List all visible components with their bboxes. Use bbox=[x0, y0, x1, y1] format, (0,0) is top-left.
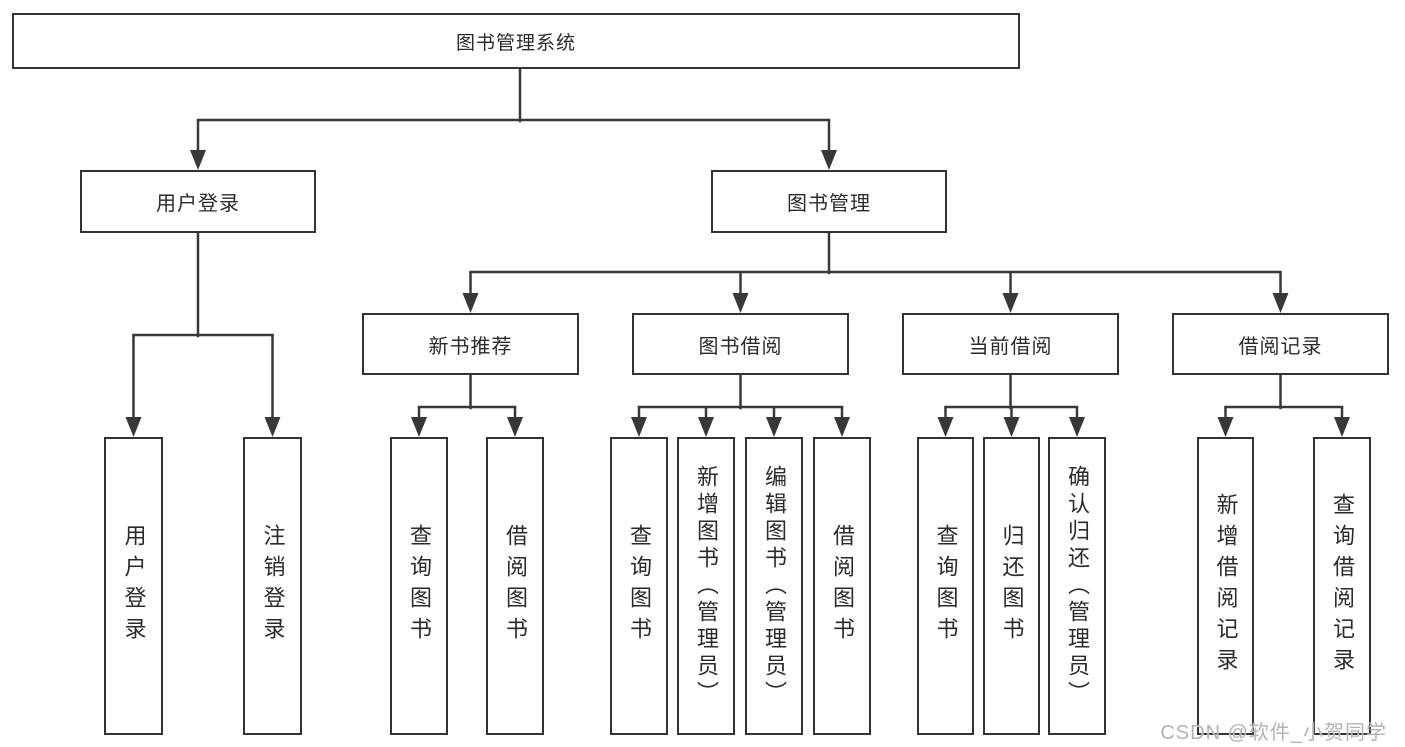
leaf-logout-label: 注销登录 bbox=[260, 524, 286, 648]
leaf-bb-query-books-label: 查询图书 bbox=[627, 524, 652, 648]
leaf-bb-edit-books-admin-label: 编辑图书（管理员） bbox=[762, 464, 787, 708]
node-borrow-records-label: 借阅记录 bbox=[1238, 335, 1323, 358]
leaf-user-login: 用户登录 bbox=[104, 437, 163, 735]
leaf-bb-edit-books-admin: 编辑图书（管理员） bbox=[745, 437, 803, 735]
leaf-user-login-label: 用户登录 bbox=[121, 524, 147, 648]
leaf-bb-borrow-books: 借阅图书 bbox=[813, 437, 871, 735]
node-user-login: 用户登录 bbox=[80, 170, 316, 233]
arrowheads bbox=[125, 120, 1350, 437]
node-book-management: 图书管理 bbox=[711, 170, 947, 233]
leaf-bb-query-books: 查询图书 bbox=[610, 437, 668, 735]
leaf-cb-return-books-label: 归还图书 bbox=[999, 524, 1025, 648]
leaf-bb-add-books-admin-label: 新增图书（管理员） bbox=[694, 464, 719, 708]
leaf-br-add-record: 新增借阅记录 bbox=[1197, 437, 1254, 735]
node-book-borrow-label: 图书借阅 bbox=[698, 335, 783, 358]
leaf-bb-add-books-admin: 新增图书（管理员） bbox=[677, 437, 735, 735]
node-current-borrow-label: 当前借阅 bbox=[968, 335, 1053, 358]
leaf-cb-confirm-return-admin: 确认归还（管理员） bbox=[1048, 437, 1106, 735]
leaf-br-query-record: 查询借阅记录 bbox=[1313, 437, 1371, 735]
node-book-management-label: 图书管理 bbox=[787, 193, 871, 215]
leaf-cb-query-books-label: 查询图书 bbox=[933, 524, 959, 648]
node-new-book-recommend: 新书推荐 bbox=[362, 313, 579, 375]
node-user-login-label: 用户登录 bbox=[156, 193, 240, 215]
leaf-nbr-query-books-label: 查询图书 bbox=[407, 524, 432, 648]
node-root: 图书管理系统 bbox=[12, 13, 1020, 69]
leaf-nbr-borrow-books: 借阅图书 bbox=[486, 437, 544, 735]
csdn-watermark: CSDN @软件_小贺同学 bbox=[1160, 722, 1387, 744]
leaf-br-query-record-label: 查询借阅记录 bbox=[1330, 493, 1355, 679]
node-book-borrow: 图书借阅 bbox=[632, 313, 849, 375]
leaf-nbr-query-books: 查询图书 bbox=[390, 437, 448, 735]
node-borrow-records: 借阅记录 bbox=[1172, 313, 1389, 375]
leaf-bb-borrow-books-label: 借阅图书 bbox=[830, 524, 855, 648]
leaf-br-add-record-label: 新增借阅记录 bbox=[1213, 493, 1239, 679]
leaf-cb-return-books: 归还图书 bbox=[983, 437, 1040, 735]
leaf-nbr-borrow-books-label: 借阅图书 bbox=[503, 524, 528, 648]
node-current-borrow: 当前借阅 bbox=[902, 313, 1119, 375]
leaf-cb-confirm-return-admin-label: 确认归还（管理员） bbox=[1065, 464, 1090, 708]
node-root-label: 图书管理系统 bbox=[455, 32, 576, 54]
leaf-logout: 注销登录 bbox=[243, 437, 302, 735]
node-new-book-recommend-label: 新书推荐 bbox=[428, 335, 513, 358]
leaf-cb-query-books: 查询图书 bbox=[917, 437, 974, 735]
